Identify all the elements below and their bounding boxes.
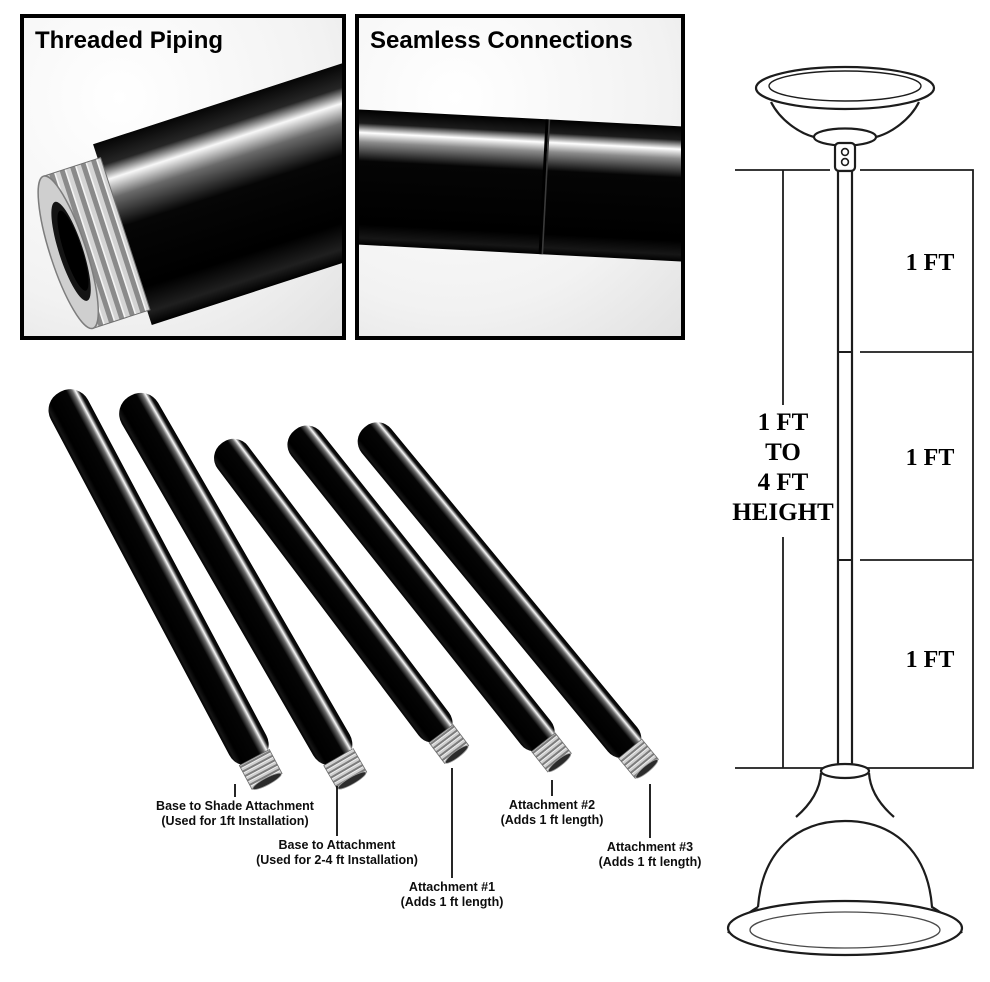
threaded-panel-title: Threaded Piping xyxy=(35,27,224,54)
label-subtitle: (Adds 1 ft length) xyxy=(598,855,702,869)
label-title: Attachment #2 xyxy=(508,798,596,812)
pendant-diagram xyxy=(726,65,974,957)
pipe-base-to-attachment xyxy=(119,392,368,790)
segment-label-3: 1 FT xyxy=(905,647,955,673)
label-title: Attachment #1 xyxy=(408,880,496,894)
overall-height-label: 1 FT TO 4 FT HEIGHT xyxy=(698,408,868,528)
ceiling-canopy xyxy=(754,65,936,173)
label-attachment-3: Attachment #3 (Adds 1 ft length) xyxy=(545,840,755,870)
seam-line xyxy=(538,119,549,255)
height-line: 4 FT xyxy=(757,469,809,496)
threaded-pipe-image xyxy=(24,18,342,336)
segment-label-2: 1 FT xyxy=(905,445,955,471)
pipe-attachment-1 xyxy=(214,438,470,765)
label-subtitle: (Adds 1 ft length) xyxy=(400,895,504,909)
dome-shade xyxy=(726,762,964,957)
height-line: 1 FT xyxy=(757,409,809,436)
attachment-pipes-image xyxy=(48,389,659,878)
pipe-body xyxy=(359,108,681,264)
pipe-attachment-3 xyxy=(357,422,659,779)
label-base-to-shade: Base to Shade Attachment (Used for 1ft I… xyxy=(130,799,340,829)
seamless-panel-title: Seamless Connections xyxy=(370,27,633,54)
segment-dimension-brackets xyxy=(860,169,974,769)
pipe-attachment-2 xyxy=(287,425,572,773)
threaded-piping-panel: Threaded Piping xyxy=(20,14,346,340)
label-subtitle: (Adds 1 ft length) xyxy=(500,813,604,827)
label-subtitle: (Used for 2-4 ft Installation) xyxy=(256,853,418,867)
seamless-pipe-image xyxy=(359,18,681,336)
pipe-end-hole xyxy=(57,210,89,291)
segment-label-1: 1 FT xyxy=(905,250,955,276)
height-line: HEIGHT xyxy=(732,499,834,526)
pipe-base-to-shade xyxy=(48,389,283,790)
label-title: Attachment #3 xyxy=(606,840,694,854)
overall-height-bracket xyxy=(735,169,830,769)
height-line: TO xyxy=(765,439,801,466)
seamless-connections-panel: Seamless Connections xyxy=(355,14,685,340)
pipe-body xyxy=(93,39,342,325)
label-title: Base to Attachment xyxy=(278,838,396,852)
label-subtitle: (Used for 1ft Installation) xyxy=(161,814,309,828)
pipe-connection xyxy=(359,108,681,264)
label-attachment-2: Attachment #2 (Adds 1 ft length) xyxy=(447,798,657,828)
pipe-closeup xyxy=(37,39,342,330)
label-title: Base to Shade Attachment xyxy=(156,799,314,813)
label-leader-lines xyxy=(234,768,651,878)
seam-shadow xyxy=(541,119,551,255)
label-base-to-attachment: Base to Attachment (Used for 2-4 ft Inst… xyxy=(232,838,442,868)
label-attachment-1: Attachment #1 (Adds 1 ft length) xyxy=(347,880,557,910)
